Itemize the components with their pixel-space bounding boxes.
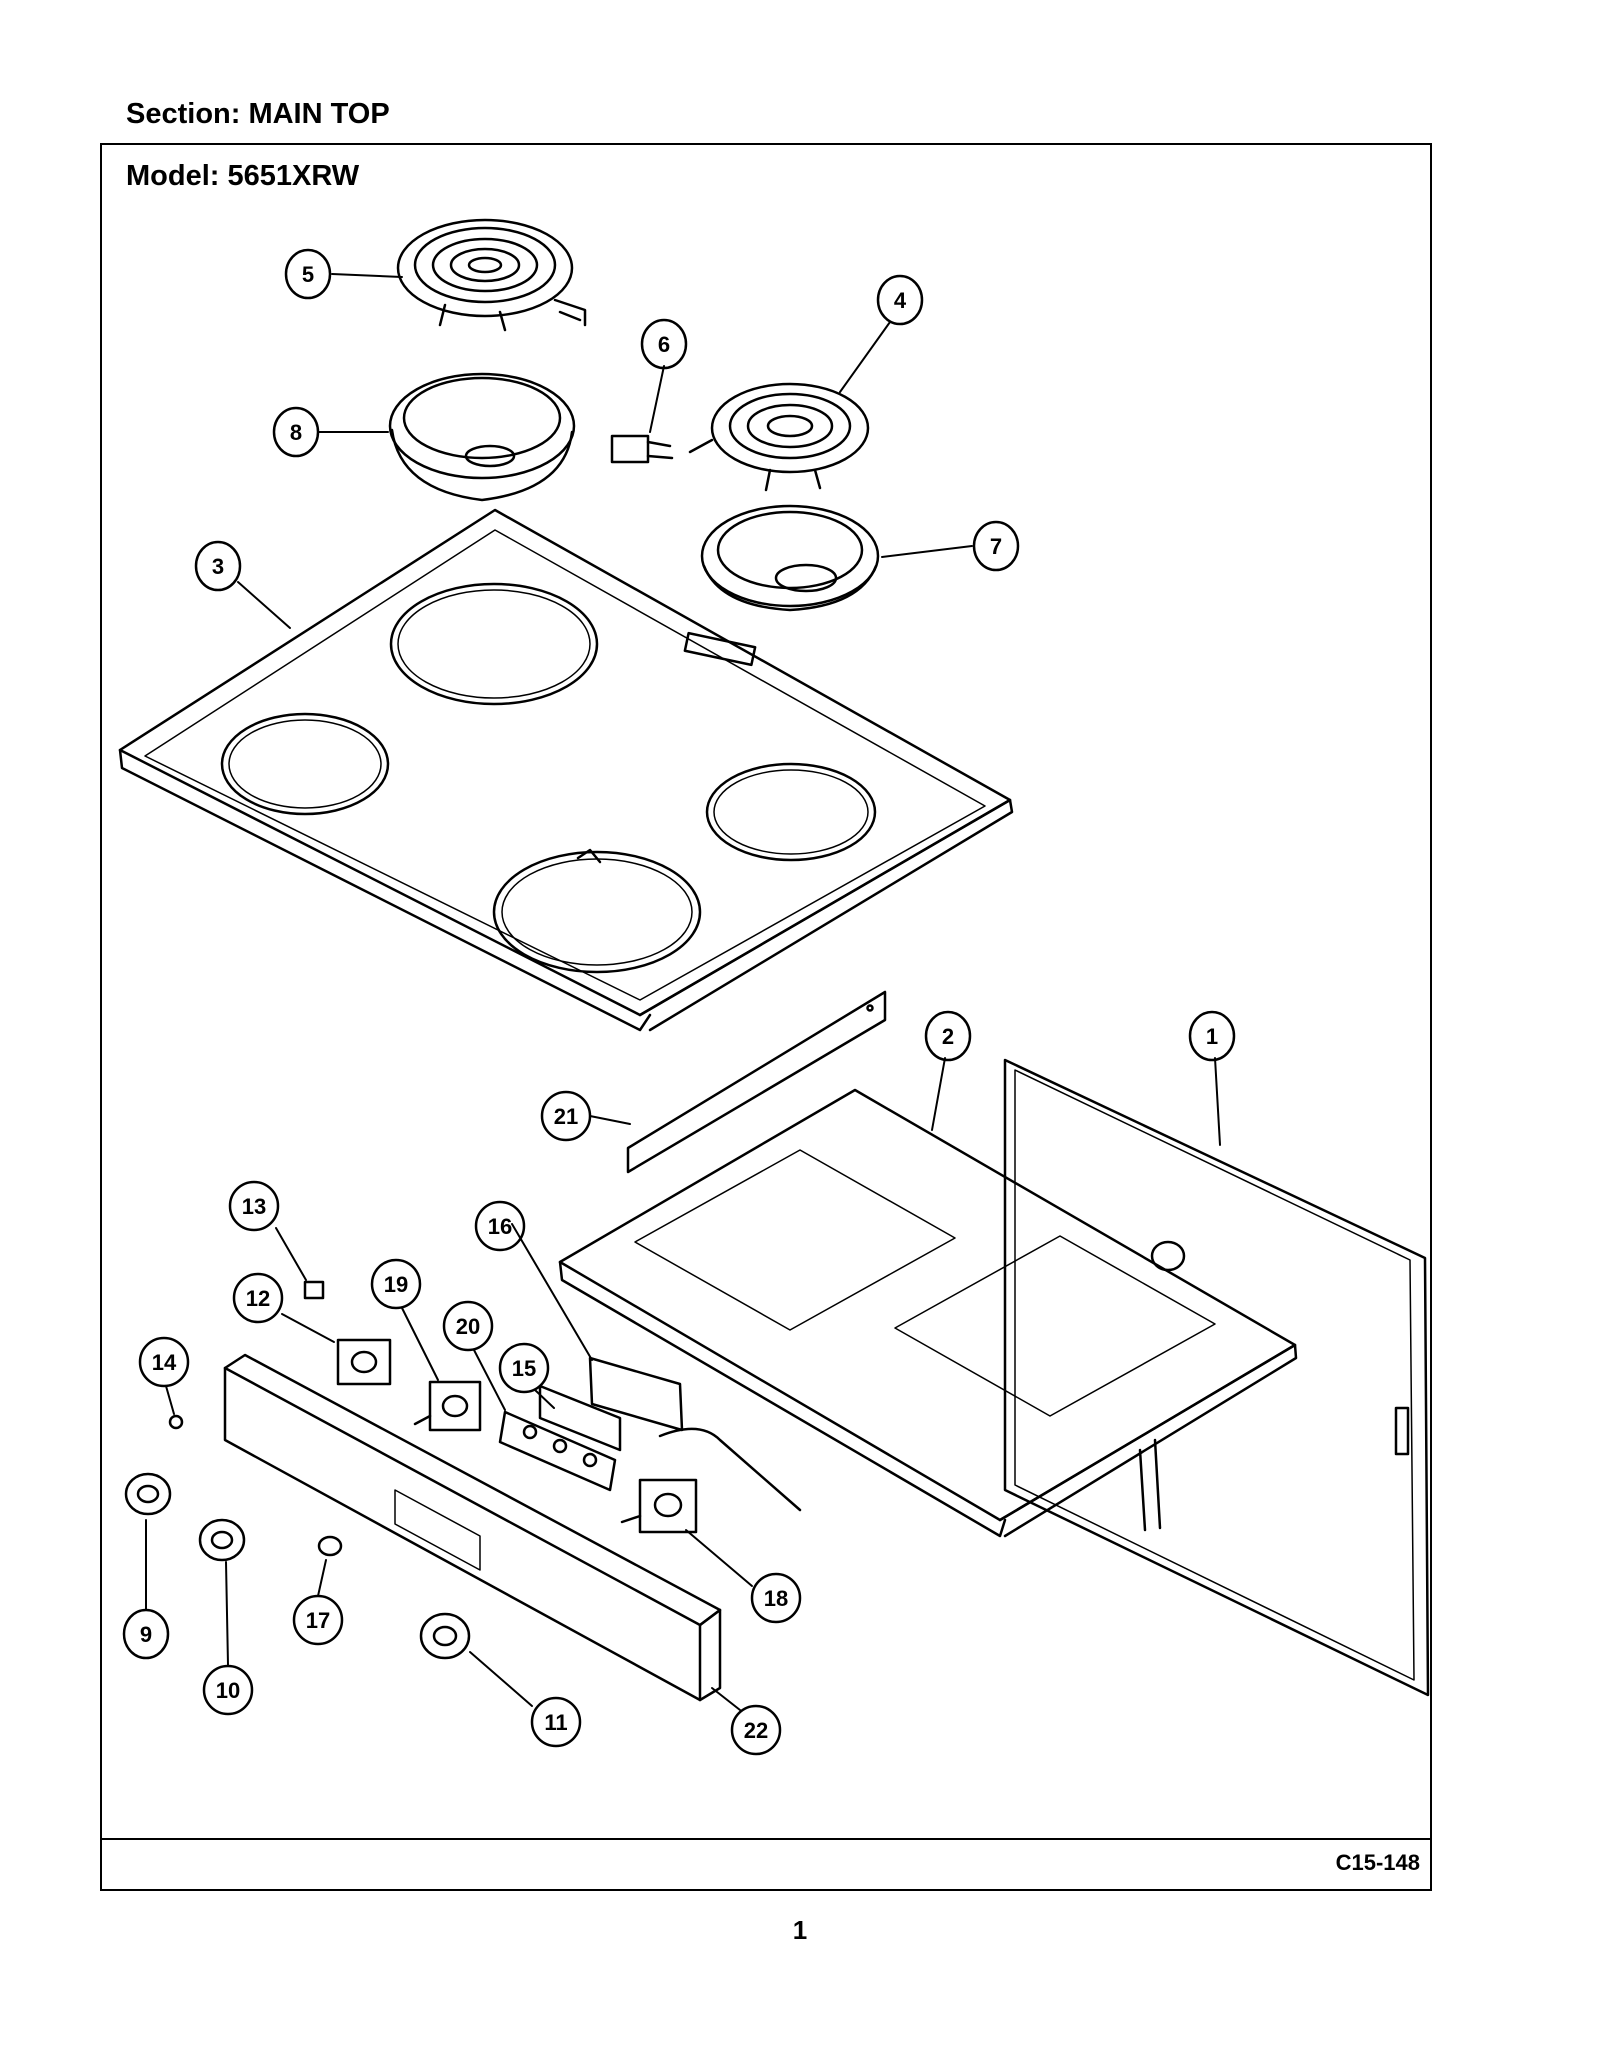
callout-label-18: 18 [764,1586,788,1611]
callout-label-6: 6 [658,332,670,357]
callout-label-11: 11 [544,1710,567,1735]
knob-9 [124,1472,172,1516]
callout-label-2: 2 [942,1024,954,1049]
callout-label-9: 9 [140,1622,152,1647]
callout-14: 14 [138,1336,190,1388]
callout-9: 9 [122,1608,170,1660]
rear-panel [1003,1058,1430,1697]
leader-lines [145,273,1221,1711]
callout-label-3: 3 [212,554,224,579]
callout-22: 22 [730,1704,782,1756]
footer-divider [100,1838,1432,1840]
knob-11 [419,1612,471,1660]
callout-label-12: 12 [246,1286,270,1311]
callout-13: 13 [228,1180,280,1232]
callout-label-7: 7 [990,534,1002,559]
callout-3: 3 [194,540,242,592]
indicator-light [303,1280,325,1300]
callout-label-8: 8 [290,420,302,445]
callout-label-16: 16 [488,1214,512,1239]
callout-1: 1 [1188,1010,1236,1062]
surface-element-small [688,382,870,492]
callout-label-20: 20 [456,1314,480,1339]
callout-label-15: 15 [512,1356,536,1381]
callout-6: 6 [640,318,688,370]
model-title: Model: 5651XRW [126,160,360,192]
callout-2: 2 [924,1010,972,1062]
bracket-strip [626,990,887,1174]
knob-10 [198,1518,246,1562]
callout-18: 18 [750,1572,802,1624]
callout-19: 19 [370,1258,422,1310]
callout-12: 12 [232,1272,284,1324]
control-panel [223,1353,722,1702]
callout-label-19: 19 [384,1272,408,1297]
callout-label-13: 13 [242,1194,266,1219]
callout-label-22: 22 [744,1718,768,1743]
callout-label-17: 17 [306,1608,330,1633]
callout-8: 8 [272,406,320,458]
callout-label-14: 14 [152,1350,177,1375]
drip-bowl-small [700,504,880,612]
callout-label-10: 10 [216,1678,240,1703]
thermostat [620,1427,802,1534]
callout-15: 15 [498,1342,550,1394]
callout-7: 7 [972,520,1020,572]
push-button-17 [317,1535,343,1557]
callout-17: 17 [292,1594,344,1646]
switch-component [336,1338,392,1386]
callout-label-1: 1 [1206,1024,1218,1049]
callout-20: 20 [442,1300,494,1352]
callout-label-4: 4 [894,288,907,313]
callout-10: 10 [202,1664,254,1716]
small-indicator-14 [168,1414,184,1430]
main-cooktop [118,508,1014,1032]
infinite-switch [413,1380,482,1432]
surface-element-large [396,218,587,332]
receptacle-block [610,434,674,464]
drip-bowl-large [388,372,576,502]
diagram-code: C15-148 [1335,1850,1420,1875]
callout-11: 11 [530,1696,582,1748]
diagram-frame [100,143,1432,1891]
callout-4: 4 [876,274,924,326]
callout-5: 5 [284,248,332,300]
callout-16: 16 [474,1200,526,1252]
circuit-board [498,1410,617,1492]
callout-21: 21 [540,1090,592,1142]
page-number: 1 [792,1915,808,1945]
callout-label-5: 5 [302,262,314,287]
section-title: Section: MAIN TOP [126,98,390,130]
callout-label-21: 21 [554,1104,578,1129]
sub-top-panel [558,1088,1298,1538]
